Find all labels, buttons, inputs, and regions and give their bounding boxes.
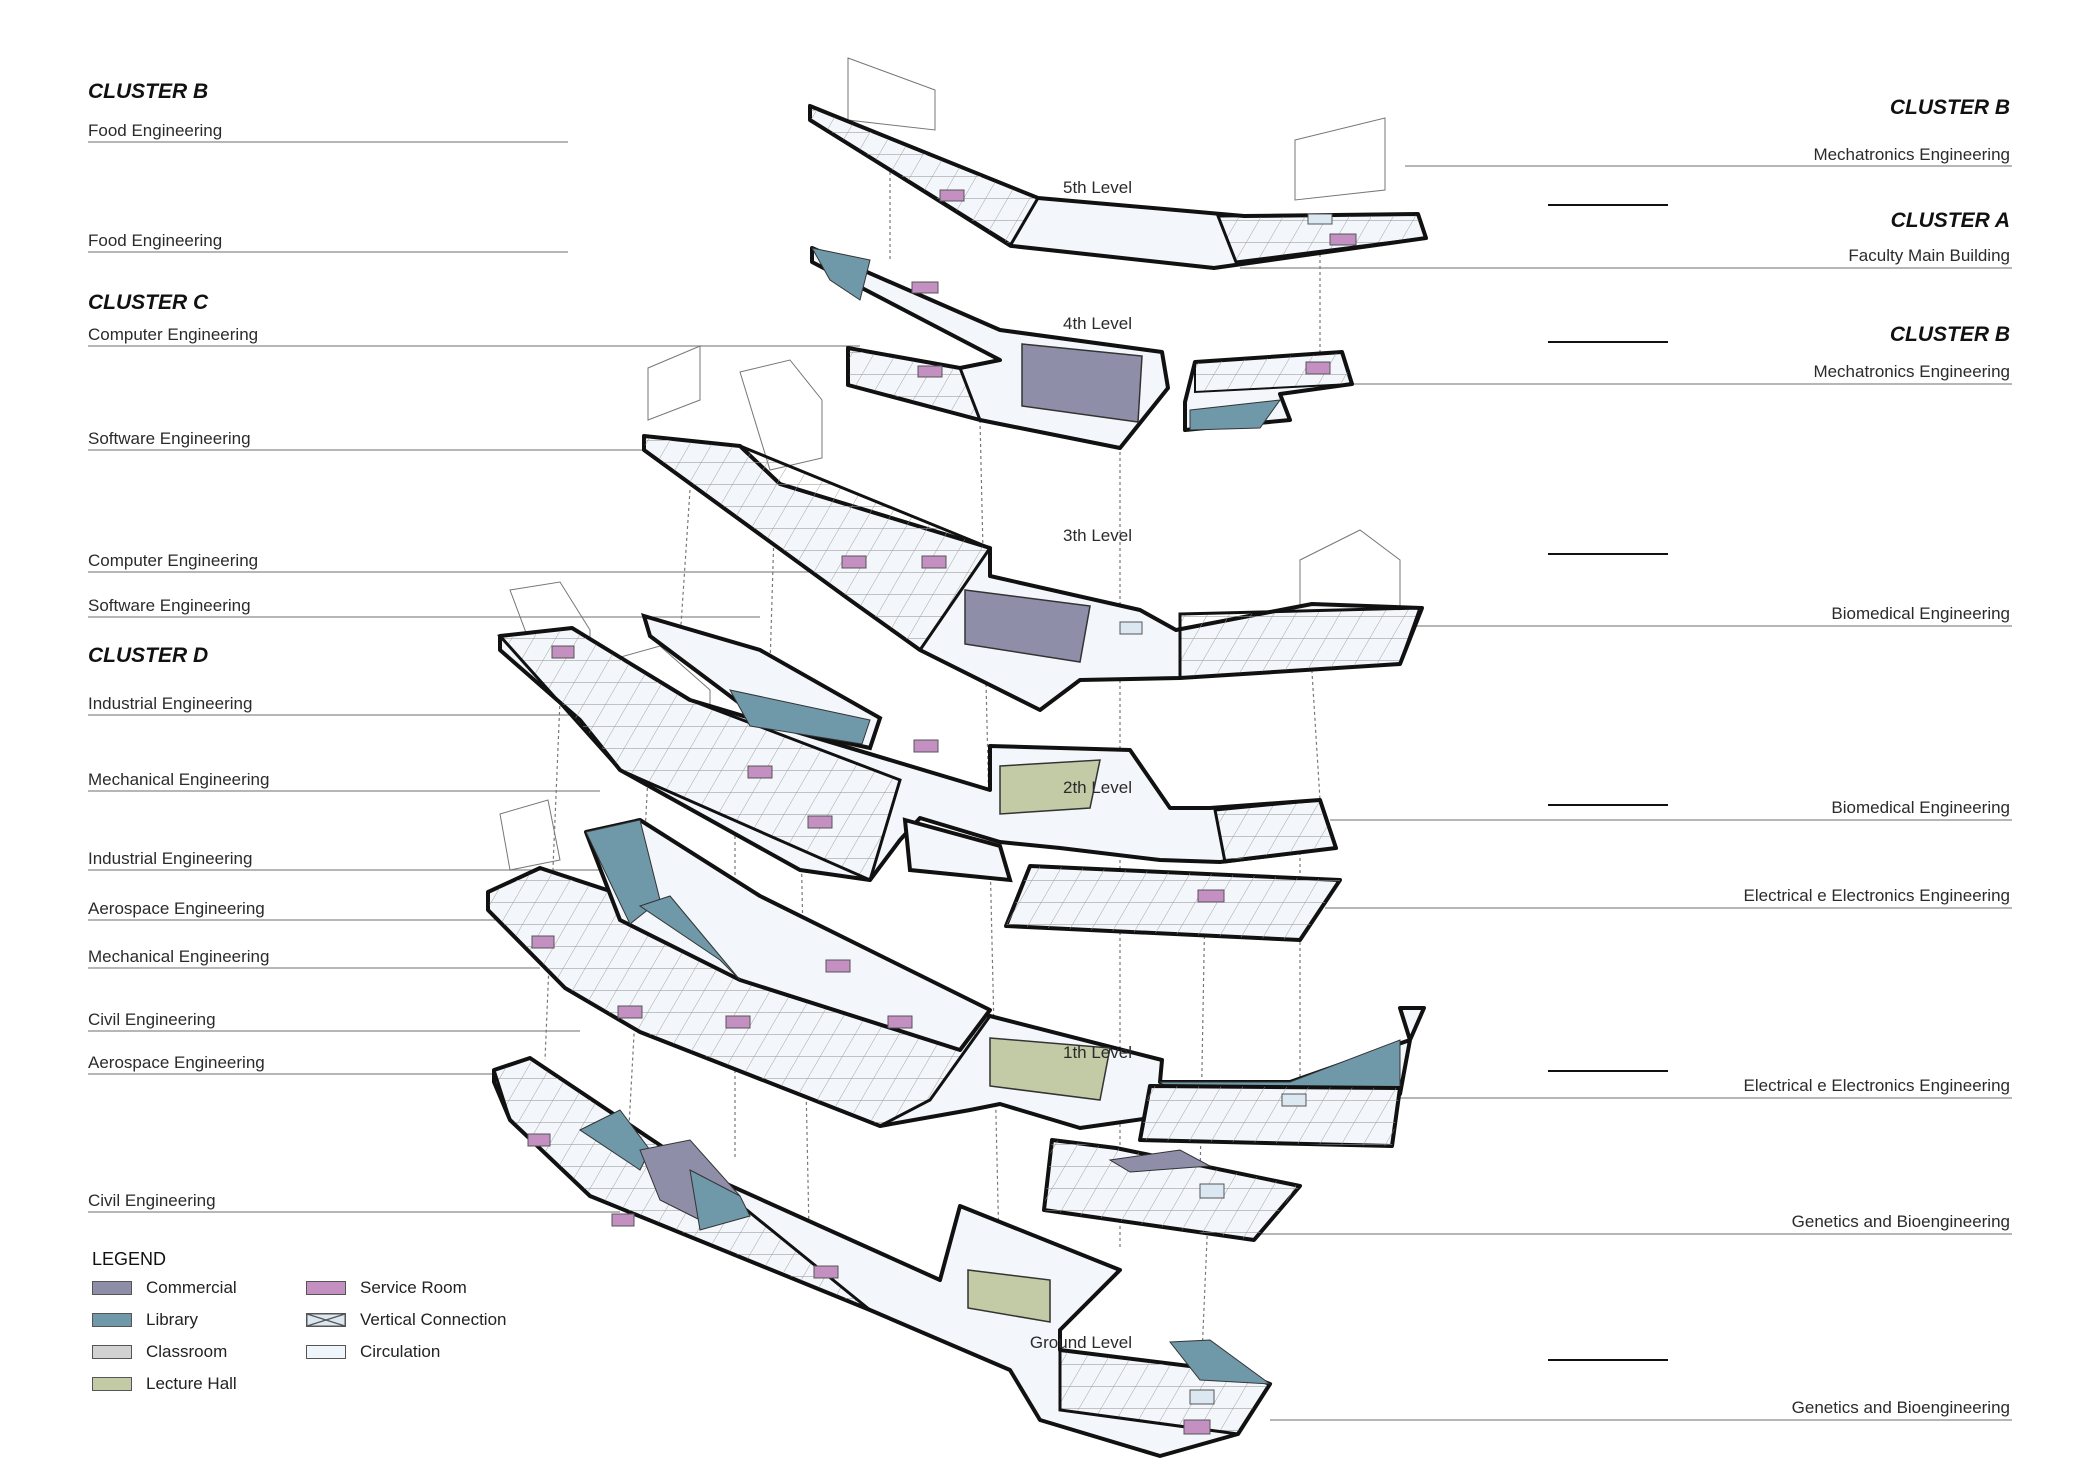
legend-title: LEGEND <box>92 1249 167 1269</box>
legend-label-vertical-connection: Vertical Connection <box>360 1310 507 1329</box>
label-software-engineering-1: Software Engineering <box>88 429 251 448</box>
label-aerospace-engineering-1: Aerospace Engineering <box>88 899 265 918</box>
legend-item-service-room: Service Room <box>306 1278 467 1298</box>
legend-item-classroom: Classroom <box>92 1342 227 1362</box>
label-cluster-b-left: CLUSTER B <box>88 80 209 103</box>
legend-label-circulation: Circulation <box>360 1342 441 1361</box>
legend-swatch-vertical-connection <box>306 1313 346 1327</box>
label-biomedical-engineering-1: Biomedical Engineering <box>1831 604 2010 623</box>
legend-swatch-service-room <box>306 1281 346 1295</box>
label-mechatronics-engineering-1: Mechatronics Engineering <box>1813 145 2010 164</box>
label-level-2: 2th Level <box>1063 778 1132 797</box>
level-1-genetics-block <box>1042 1138 1302 1242</box>
label-electrical-electronics-engineering-2: Electrical e Electronics Engineering <box>1743 1076 2010 1095</box>
label-level-4: 4th Level <box>1063 314 1132 333</box>
right-guide-lines <box>1240 165 2012 1421</box>
legend-item-library: Library <box>92 1310 198 1330</box>
label-ground-level: Ground Level <box>1029 1333 1132 1352</box>
level-rules <box>1548 204 1668 1361</box>
legend-label-lecture-hall: Lecture Hall <box>146 1374 237 1393</box>
label-cluster-c: CLUSTER C <box>88 291 209 314</box>
label-mechatronics-engineering-2: Mechatronics Engineering <box>1813 362 2010 381</box>
legend-label-library: Library <box>146 1310 198 1329</box>
legend-label-commercial: Commercial <box>146 1278 237 1297</box>
level-3-plan <box>642 345 1424 712</box>
level-2-plan <box>496 581 1339 883</box>
level-5-plan <box>808 57 1429 270</box>
label-civil-engineering-2: Civil Engineering <box>88 1191 216 1210</box>
label-biomedical-engineering-2: Biomedical Engineering <box>1831 798 2010 817</box>
label-electrical-electronics-engineering-1: Electrical e Electronics Engineering <box>1743 886 2010 905</box>
label-cluster-d: CLUSTER D <box>88 644 209 667</box>
legend-swatch-lecture-hall <box>92 1377 132 1391</box>
label-industrial-engineering-2: Industrial Engineering <box>88 849 253 868</box>
level-1-electrical-block <box>1138 1084 1402 1148</box>
label-mechanical-engineering-1: Mechanical Engineering <box>88 770 270 789</box>
legend-label-classroom: Classroom <box>146 1342 228 1361</box>
legend-item-circulation: Circulation <box>306 1342 440 1362</box>
legend-item-vertical-connection: Vertical Connection <box>306 1310 506 1330</box>
ground-level-plan <box>492 1056 1273 1458</box>
legend-swatch-commercial <box>92 1281 132 1295</box>
label-genetics-bioengineering-1: Genetics and Bioengineering <box>1791 1212 2010 1231</box>
legend-label-service-room: Service Room <box>360 1278 467 1297</box>
label-faculty-main-building: Faculty Main Building <box>1848 246 2010 265</box>
label-food-engineering-1: Food Engineering <box>88 121 223 140</box>
label-level-1: 1th Level <box>1063 1043 1132 1062</box>
label-mechanical-engineering-2: Mechanical Engineering <box>88 947 270 966</box>
label-aerospace-engineering-2: Aerospace Engineering <box>88 1053 265 1072</box>
legend-swatch-classroom <box>92 1345 132 1359</box>
level-2-electrical-block <box>902 817 1342 942</box>
level-4-plan <box>810 246 1354 450</box>
label-cluster-a: CLUSTER A <box>1890 209 2010 232</box>
left-guide-lines <box>88 141 880 1213</box>
label-industrial-engineering-1: Industrial Engineering <box>88 694 253 713</box>
label-software-engineering-2: Software Engineering <box>88 596 251 615</box>
label-genetics-bioengineering-2: Genetics and Bioengineering <box>1791 1398 2010 1417</box>
level-1-plan <box>486 799 1426 1132</box>
label-cluster-b-right-1: CLUSTER B <box>1889 96 2010 119</box>
label-cluster-b-right-2: CLUSTER B <box>1889 323 2010 346</box>
legend-item-lecture-hall: Lecture Hall <box>92 1374 237 1394</box>
label-level-3: 3th Level <box>1063 526 1132 545</box>
label-computer-engineering-2: Computer Engineering <box>88 551 259 570</box>
legend-swatch-library <box>92 1313 132 1327</box>
label-computer-engineering-1: Computer Engineering <box>88 325 259 344</box>
legend-swatch-circulation <box>306 1345 346 1359</box>
legend-item-commercial: Commercial <box>92 1278 237 1298</box>
label-food-engineering-2: Food Engineering <box>88 231 223 250</box>
label-civil-engineering-1: Civil Engineering <box>88 1010 216 1029</box>
label-level-5: 5th Level <box>1063 178 1132 197</box>
